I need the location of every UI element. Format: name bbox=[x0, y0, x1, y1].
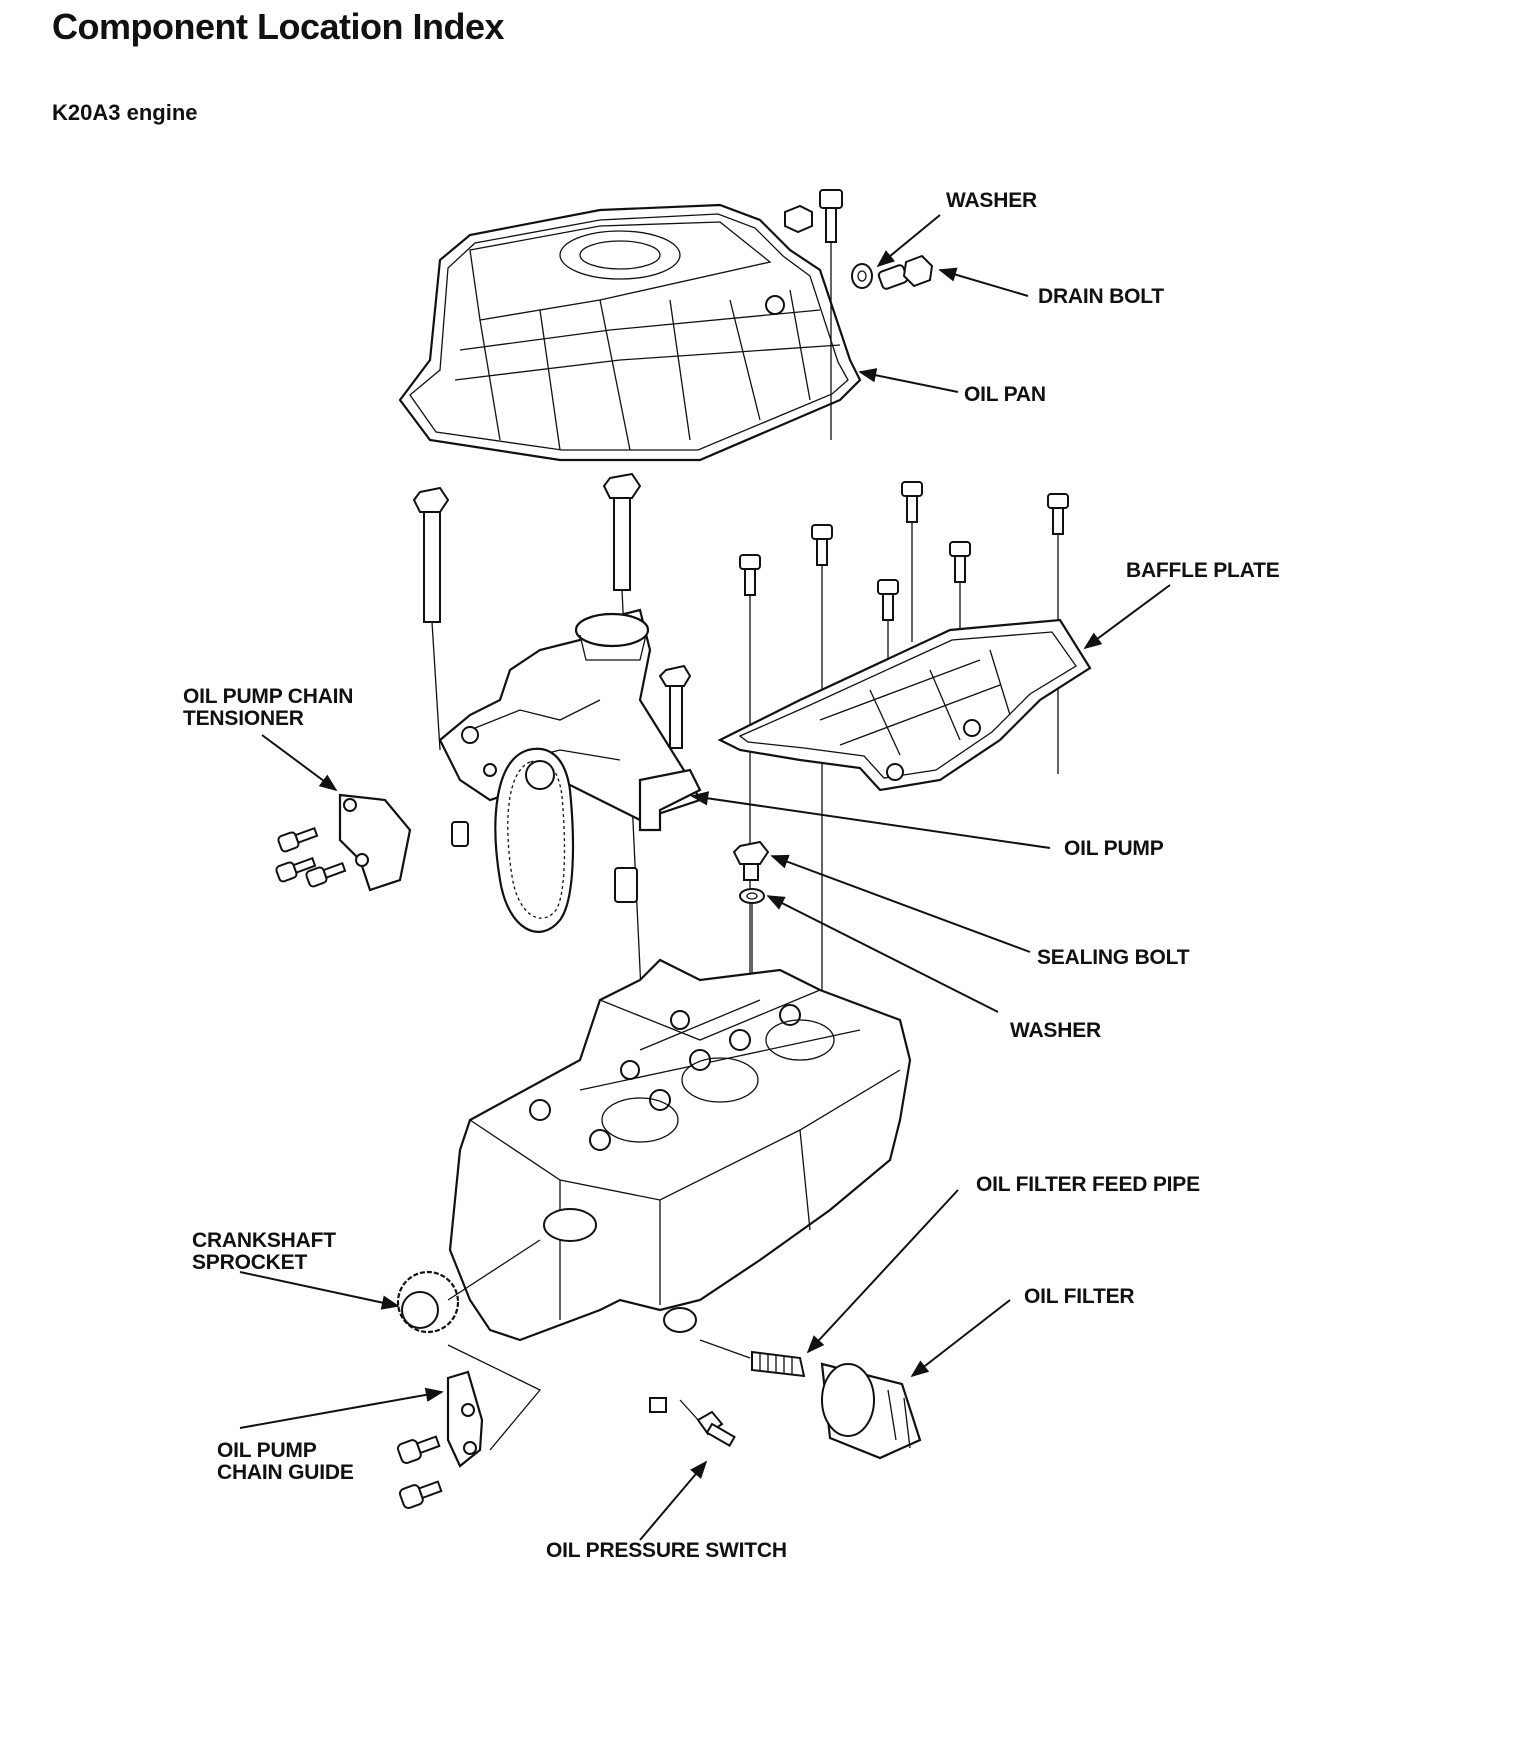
oil-filter-feed-pipe-part bbox=[699, 1339, 806, 1378]
chain-guide-part bbox=[396, 1344, 542, 1509]
label-oil-pressure-switch: OIL PRESSURE SWITCH bbox=[546, 1539, 787, 1562]
label-crankshaft-sprocket-1: CRANKSHAFT bbox=[192, 1229, 336, 1252]
label-crankshaft-sprocket-2: SPROCKET bbox=[192, 1251, 308, 1274]
oil-pump-chain-part bbox=[494, 747, 575, 933]
label-drain-bolt: DRAIN BOLT bbox=[1038, 285, 1164, 308]
label-oil-filter: OIL FILTER bbox=[1024, 1285, 1135, 1308]
label-oil-pump-chain-guide-1: OIL PUMP bbox=[217, 1439, 317, 1462]
label-washer-top: WASHER bbox=[946, 189, 1037, 212]
label-oil-pan: OIL PAN bbox=[964, 383, 1046, 406]
label-oil-pump-chain-guide-2: CHAIN GUIDE bbox=[217, 1461, 354, 1484]
oil-pan-nut-bolt bbox=[784, 189, 843, 440]
label-washer-mid: WASHER bbox=[1010, 1019, 1101, 1042]
long-bolts bbox=[412, 472, 692, 1181]
engine-block-part bbox=[448, 958, 912, 1413]
oil-pan-part bbox=[398, 203, 862, 462]
baffle-plate-part bbox=[717, 618, 1092, 792]
drain-bolt-part bbox=[851, 254, 934, 290]
label-oil-pump-chain-tensioner-2: TENSIONER bbox=[183, 707, 304, 730]
label-baffle-plate: BAFFLE PLATE bbox=[1126, 559, 1280, 582]
label-sealing-bolt: SEALING BOLT bbox=[1037, 946, 1190, 969]
leader-lines bbox=[239, 214, 1171, 1541]
page-subtitle: K20A3 engine bbox=[52, 100, 198, 125]
label-oil-pump-chain-tensioner-1: OIL PUMP CHAIN bbox=[183, 685, 354, 708]
label-oil-pump: OIL PUMP bbox=[1064, 837, 1164, 860]
sealing-bolt-part bbox=[732, 840, 770, 1010]
oil-pump-part bbox=[438, 608, 702, 903]
crankshaft-sprocket-part bbox=[396, 1239, 541, 1334]
oil-filter-part bbox=[820, 1362, 922, 1460]
page-title: Component Location Index bbox=[52, 6, 505, 47]
oil-pressure-switch-part bbox=[679, 1399, 736, 1448]
chain-tensioner-part bbox=[275, 793, 412, 892]
label-oil-filter-feed-pipe: OIL FILTER FEED PIPE bbox=[976, 1173, 1200, 1196]
